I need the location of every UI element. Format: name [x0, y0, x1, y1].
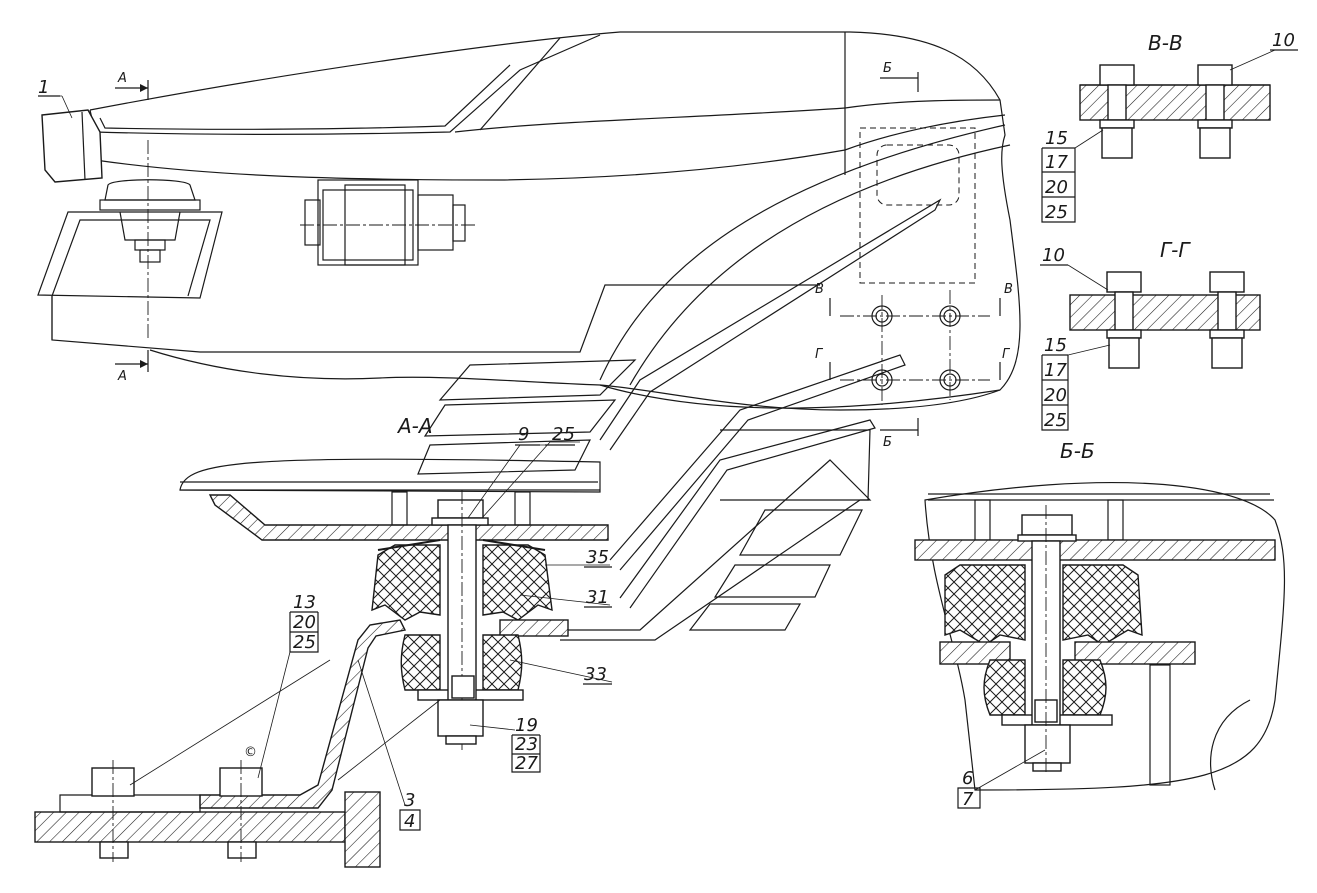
cut-mark-a-top: А — [117, 71, 127, 86]
part-19-label: 19 — [515, 715, 538, 736]
part-23-label: 23 — [515, 734, 538, 755]
part-17-label-g: 17 — [1044, 360, 1067, 381]
section-title-v-v: В-В — [1148, 31, 1183, 55]
part-6-label: 6 — [962, 768, 973, 789]
part-25-label-a: 25 — [552, 424, 575, 445]
part-17-label-v: 17 — [1045, 152, 1068, 173]
section-g-g — [1040, 264, 1261, 369]
part-31-label: 31 — [586, 587, 609, 608]
main-view — [37, 31, 1021, 641]
cut-mark-v-right: В — [1004, 282, 1013, 297]
cut-mark-a-bottom: А — [117, 369, 127, 384]
section-title-g-g: Г-Г — [1160, 238, 1191, 262]
section-title-b-b: Б-Б — [1060, 439, 1095, 463]
part-15-label-g: 15 — [1044, 335, 1067, 356]
part-27-label: 27 — [515, 753, 538, 774]
part-20-label-a: 20 — [293, 612, 316, 633]
section-b-b — [914, 481, 1286, 791]
cut-mark-g-right: Г — [1002, 347, 1011, 362]
part-13-label: 13 — [293, 592, 316, 613]
copyright-mark: © — [244, 745, 257, 760]
cut-mark-b-top: Б — [883, 61, 892, 76]
cut-mark-v-left: В — [815, 282, 824, 297]
part-4-label: 4 — [404, 811, 415, 832]
part-35-label: 35 — [586, 547, 609, 568]
part-25-label-b: 25 — [293, 632, 316, 653]
section-a-a — [34, 441, 613, 868]
part-10-label-g: 10 — [1042, 245, 1065, 266]
part-25-label-v: 25 — [1045, 202, 1068, 223]
part-1-label: 1 — [38, 77, 49, 98]
labels: А-А Б-Б В-В Г-Г А А Б Б В В Г Г 1 9 25 3… — [38, 30, 1295, 832]
part-3-label: 3 — [404, 790, 415, 811]
cut-mark-b-bottom: Б — [883, 435, 892, 450]
part-33-label: 33 — [584, 664, 607, 685]
part-20-label-g: 20 — [1044, 385, 1067, 406]
section-v-v — [1074, 49, 1298, 159]
section-title-a-a: А-А — [396, 414, 433, 438]
label-boxes — [38, 49, 1298, 831]
part-20-label-v: 20 — [1045, 177, 1068, 198]
part-9-label: 9 — [518, 424, 529, 445]
part-7-label: 7 — [962, 789, 974, 810]
part-25-label-g: 25 — [1044, 410, 1067, 431]
part-15-label-v: 15 — [1045, 128, 1068, 149]
bolt-holes — [871, 305, 961, 391]
part-10-label-v: 10 — [1272, 30, 1295, 51]
cut-mark-g-left: Г — [815, 347, 824, 362]
